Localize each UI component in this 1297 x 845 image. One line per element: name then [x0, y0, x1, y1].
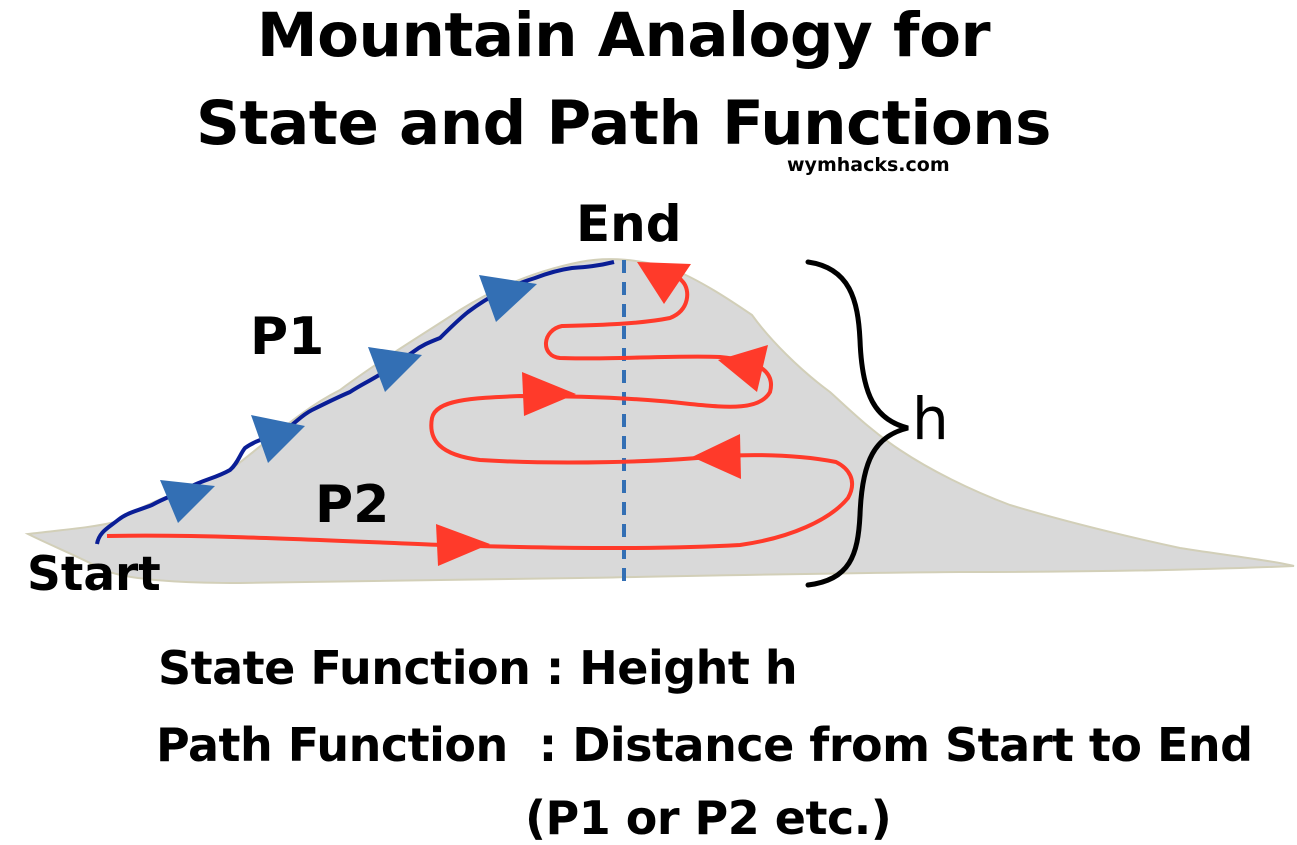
- path-p2-line: [106, 266, 855, 551]
- caption-state-function: State Function : Height h: [158, 641, 798, 695]
- title-line-1: Mountain Analogy for: [256, 0, 991, 71]
- label-start: Start: [27, 547, 161, 602]
- p1-arrow-icon-3: [368, 347, 422, 392]
- p2-arrow-icon-3: [522, 372, 576, 416]
- p1-arrow-icon-2: [251, 415, 305, 463]
- title-line-2: State and Path Functions: [196, 88, 1051, 159]
- p2-arrow-icon-5: [637, 262, 691, 304]
- p2-arrow-icon-1: [436, 524, 490, 566]
- label-end: End: [576, 195, 682, 253]
- p1-arrow-icon-4: [479, 275, 537, 322]
- p2-arrow-icon-2: [692, 434, 741, 479]
- p2-arrow-icon-4: [718, 345, 768, 392]
- label-height-h: h: [912, 385, 949, 453]
- label-p1: P1: [250, 307, 325, 367]
- caption-path-note: (P1 or P2 etc.): [525, 791, 892, 845]
- caption-path-function: Path Function : Distance from Start to E…: [156, 718, 1253, 772]
- p1-arrow-icon-1: [160, 480, 215, 523]
- label-p2: P2: [315, 475, 390, 535]
- mountain-shape: [24, 258, 1295, 585]
- source-credit: wymhacks.com: [787, 154, 950, 176]
- curly-brace-icon: [805, 259, 909, 588]
